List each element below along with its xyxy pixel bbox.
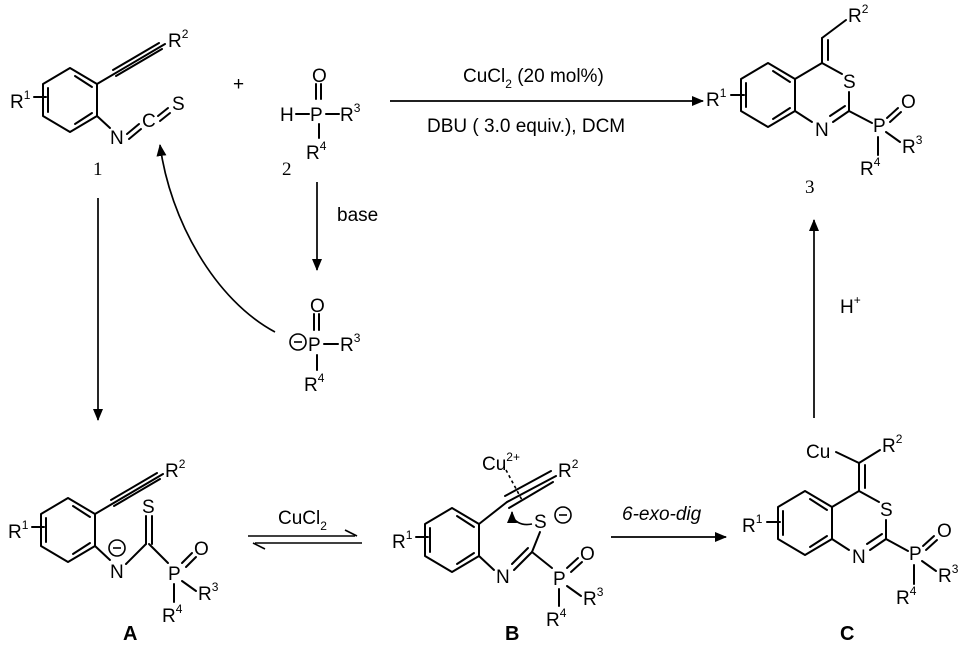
reagent-dbu: DBU ( 3.0 equiv.), DCM bbox=[427, 116, 625, 137]
compound-number-2: 2 bbox=[282, 159, 292, 180]
r4-label: R4 bbox=[896, 584, 917, 609]
h-atom: H bbox=[280, 105, 294, 126]
r2-label: R2 bbox=[848, 2, 869, 27]
s-atom: S bbox=[843, 72, 856, 93]
reagent-cucl2: CuCl2 (20 mol%) bbox=[463, 66, 604, 91]
s-atom: S bbox=[880, 500, 893, 521]
equilibrium-label: CuCl2 bbox=[278, 508, 327, 533]
compound-number-3: 3 bbox=[805, 177, 815, 198]
r2-label: R2 bbox=[165, 457, 186, 482]
r1-label: R1 bbox=[392, 528, 413, 553]
r1-label: R1 bbox=[8, 518, 29, 543]
o-atom: O bbox=[937, 521, 952, 542]
o-atom: O bbox=[312, 66, 327, 87]
r3-label: R3 bbox=[902, 133, 923, 158]
p-atom: P bbox=[308, 335, 321, 356]
o-atom: O bbox=[310, 296, 325, 317]
r4-label: R4 bbox=[546, 606, 567, 631]
plus-sign: + bbox=[233, 74, 244, 95]
anion-charge-circle bbox=[289, 333, 307, 351]
s-atom: S bbox=[142, 497, 155, 518]
s-atom: S bbox=[534, 512, 547, 533]
r1-label: R1 bbox=[10, 88, 31, 113]
cyclization-label: 6-exo-dig bbox=[622, 504, 702, 525]
r2-label: R2 bbox=[168, 27, 189, 52]
r3-label: R3 bbox=[340, 331, 361, 356]
nucleophilic-attack-arrow bbox=[156, 144, 276, 333]
o-atom: O bbox=[194, 539, 209, 560]
r4-label: R4 bbox=[162, 602, 183, 627]
intermediate-B: R1 R2 Cu2+ N S P O R3 R4 B bbox=[392, 450, 604, 645]
base-label: base bbox=[337, 205, 378, 226]
o-atom: O bbox=[580, 544, 595, 565]
p-atom: P bbox=[873, 116, 886, 137]
intermediate-label-A: A bbox=[123, 623, 137, 645]
r2-label: R2 bbox=[558, 457, 579, 482]
proton-label: H+ bbox=[840, 293, 861, 318]
main-reaction-arrow: CuCl2 (20 mol%) DBU ( 3.0 equiv.), DCM bbox=[390, 66, 704, 137]
p-atom: P bbox=[168, 564, 181, 585]
phosphorus-anion: P O R3 R4 bbox=[289, 296, 361, 396]
s-atom: S bbox=[172, 94, 185, 115]
p-atom: P bbox=[553, 569, 566, 590]
intermediate-label-C: C bbox=[840, 623, 854, 645]
r3-label: R3 bbox=[198, 580, 219, 605]
r4-label: R4 bbox=[306, 139, 327, 164]
r4-label: R4 bbox=[304, 371, 325, 396]
cu-atom: Cu bbox=[806, 442, 830, 463]
cyclization-electron-arrow bbox=[507, 511, 533, 526]
n-atom: N bbox=[852, 547, 866, 568]
n-charge-circle bbox=[108, 539, 126, 557]
intermediate-C: R1 S N Cu R2 P O R3 R4 C bbox=[742, 432, 959, 645]
s-charge-circle bbox=[554, 506, 572, 524]
p-atom: P bbox=[909, 544, 922, 565]
intermediate-label-B: B bbox=[505, 623, 519, 645]
n-atom: N bbox=[815, 120, 829, 141]
r1-label: R1 bbox=[742, 512, 763, 537]
p-atom: P bbox=[310, 105, 323, 126]
n-atom: N bbox=[110, 562, 124, 583]
r3-label: R3 bbox=[340, 101, 361, 126]
c-atom: C bbox=[142, 111, 156, 132]
compound-number-1: 1 bbox=[93, 159, 103, 180]
n-atom: N bbox=[110, 128, 124, 149]
n-atom: N bbox=[496, 567, 510, 588]
intermediate-A: R1 R2 N S P O R3 R4 A bbox=[8, 457, 219, 645]
compound-1: R2 R1 N C S 1 bbox=[10, 27, 189, 180]
compound-3: R1 S N R2 P O R3 R4 3 bbox=[706, 2, 923, 198]
cu-atom: Cu2+ bbox=[482, 450, 520, 475]
r2-label: R2 bbox=[882, 432, 903, 457]
r3-label: R3 bbox=[938, 562, 959, 587]
equilibrium-arrow: CuCl2 bbox=[248, 508, 362, 550]
o-atom: O bbox=[901, 92, 916, 113]
r4-label: R4 bbox=[860, 155, 881, 180]
r3-label: R3 bbox=[583, 585, 604, 610]
r1-label: R1 bbox=[706, 86, 727, 111]
compound-2: H P O R3 R4 2 bbox=[280, 66, 361, 180]
